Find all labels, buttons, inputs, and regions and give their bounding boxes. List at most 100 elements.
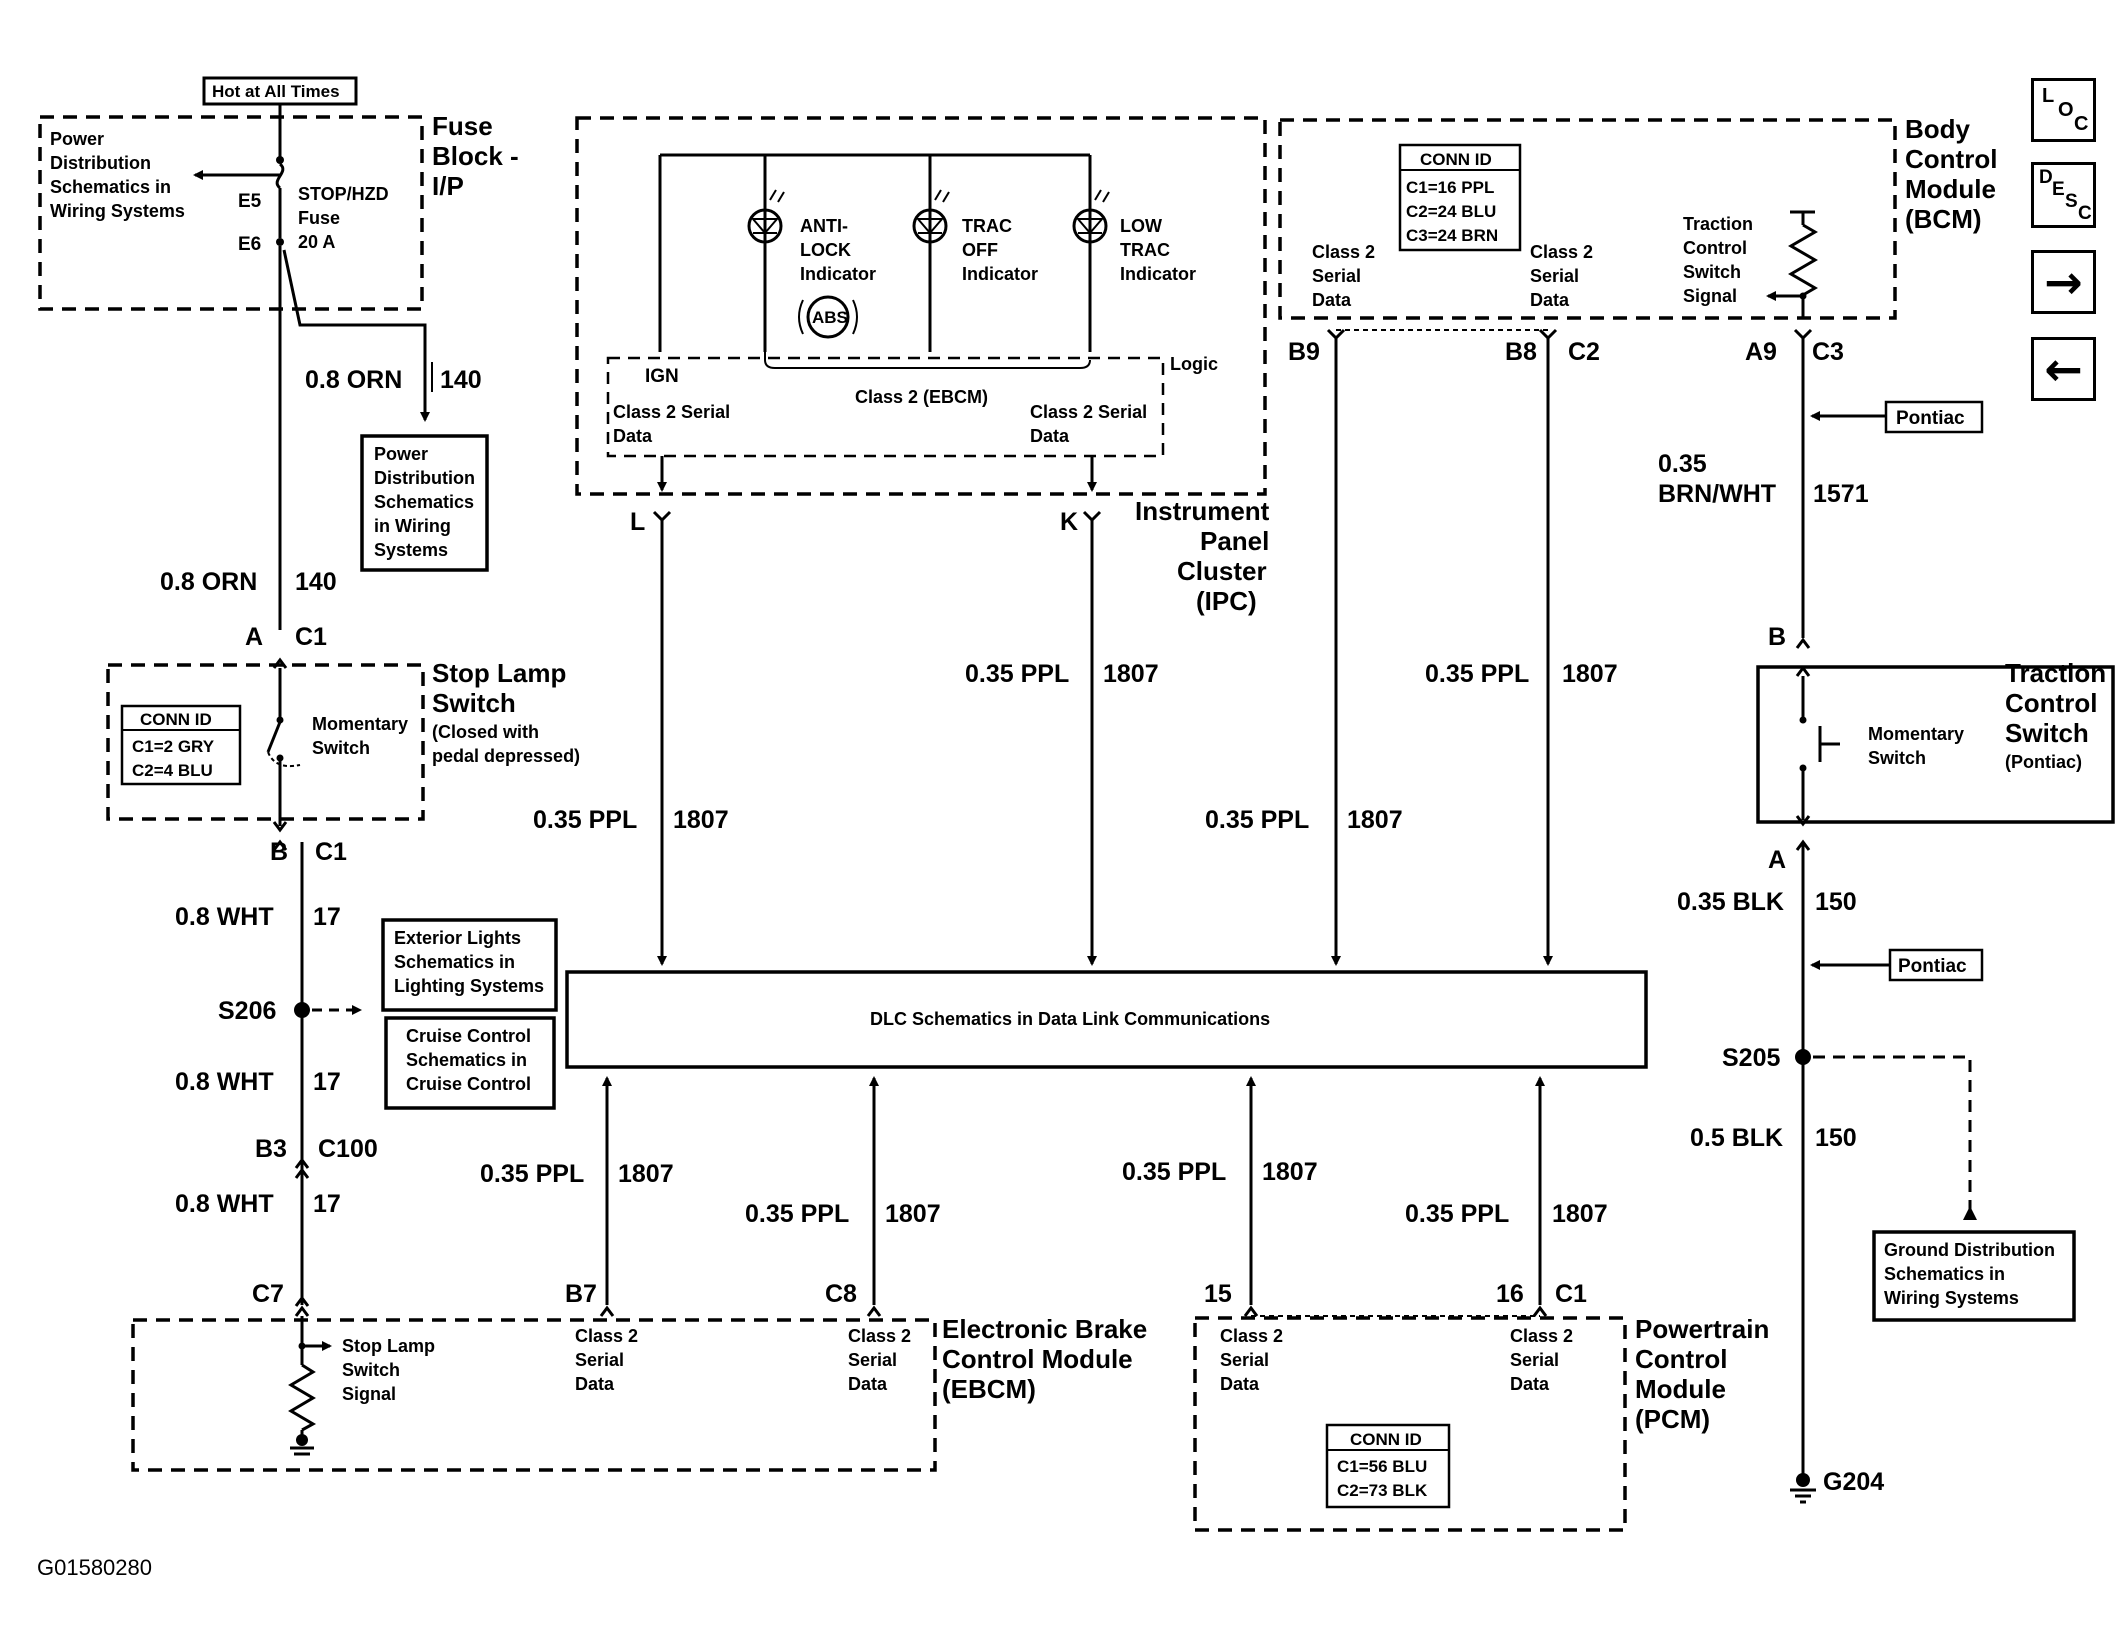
splice-s206: S206 (218, 997, 362, 1025)
svg-text:Data: Data (1530, 290, 1570, 310)
svg-text:1807: 1807 (1562, 660, 1618, 688)
svg-text:Class 2: Class 2 (1312, 242, 1375, 262)
svg-text:150: 150 (1815, 1124, 1857, 1152)
svg-text:A: A (245, 623, 263, 651)
hot-at-all-times-tag: Hot at All Times (202, 76, 358, 106)
svg-text:Electronic Brake: Electronic Brake (942, 1314, 1147, 1344)
svg-text:Schematics in: Schematics in (50, 177, 171, 197)
svg-text:Switch: Switch (1868, 748, 1926, 768)
svg-text:C2: C2 (1568, 338, 1600, 366)
svg-text:Fuse: Fuse (298, 208, 340, 228)
splice-s205: S205 (1722, 1044, 1977, 1220)
svg-text:0.35 PPL: 0.35 PPL (1425, 660, 1529, 688)
svg-text:1807: 1807 (885, 1200, 941, 1228)
svg-text:0.5 BLK: 0.5 BLK (1690, 1124, 1783, 1152)
connector-c100: B3 C100 (255, 1135, 378, 1179)
svg-text:Serial: Serial (1312, 266, 1361, 286)
svg-text:Data: Data (1510, 1374, 1550, 1394)
svg-text:0.35 PPL: 0.35 PPL (1122, 1158, 1226, 1186)
svg-text:C1: C1 (1555, 1280, 1587, 1308)
svg-text:1807: 1807 (1103, 660, 1159, 688)
svg-text:20 A: 20 A (298, 232, 335, 252)
fuse-block: Fuse Block - I/P Power Distribution Sche… (38, 111, 519, 311)
svg-text:B: B (1768, 623, 1786, 651)
body-control-module: Body Control Module (BCM) CONN ID C1=16 … (1278, 114, 1997, 320)
svg-text:C100: C100 (318, 1135, 378, 1163)
description-button[interactable]: D E S C (2031, 162, 2096, 228)
svg-text:Stop Lamp: Stop Lamp (342, 1336, 435, 1356)
desc-letter-d: D (2039, 167, 2053, 188)
svg-text:Class 2: Class 2 (1530, 242, 1593, 262)
svg-text:Traction: Traction (2005, 658, 2106, 688)
svg-text:Control Module: Control Module (942, 1344, 1133, 1374)
wire-label-ppl-bcm-b8: 0.35 PPL 1807 (1425, 660, 1618, 688)
svg-text:Powertrain: Powertrain (1635, 1314, 1769, 1344)
svg-text:17: 17 (313, 1068, 341, 1096)
svg-text:0.35 PPL: 0.35 PPL (1405, 1200, 1509, 1228)
ground-distribution-box: Ground Distribution Schematics in Wiring… (1872, 1230, 2076, 1322)
svg-text:16: 16 (1496, 1280, 1524, 1308)
svg-text:Control: Control (1635, 1344, 1727, 1374)
svg-text:1807: 1807 (1552, 1200, 1608, 1228)
svg-text:OFF: OFF (962, 240, 998, 260)
svg-text:Data: Data (848, 1374, 888, 1394)
svg-text:Wiring Systems: Wiring Systems (1884, 1288, 2019, 1308)
svg-text:Switch: Switch (312, 738, 370, 758)
svg-text:1807: 1807 (1262, 1158, 1318, 1186)
svg-text:Distribution: Distribution (374, 468, 475, 488)
svg-text:140: 140 (295, 568, 337, 596)
svg-text:C7: C7 (252, 1280, 284, 1308)
svg-text:Schematics in: Schematics in (406, 1050, 527, 1070)
wire-label-ppl-ebcm-c8: 0.35 PPL 1807 (745, 1200, 941, 1228)
svg-text:Indicator: Indicator (800, 264, 876, 284)
wire-label-blk-150-b: 0.5 BLK 150 (1690, 1124, 1857, 1152)
svg-text:C1=2 GRY: C1=2 GRY (132, 737, 215, 756)
svg-text:Data: Data (1220, 1374, 1260, 1394)
svg-text:1807: 1807 (618, 1160, 674, 1188)
svg-text:Systems: Systems (374, 540, 448, 560)
ground-g204: G204 (1790, 1468, 1884, 1504)
svg-text:Module: Module (1905, 174, 1996, 204)
wire-label-ppl-ebcm-b7: 0.35 PPL 1807 (480, 1160, 674, 1188)
svg-text:Data: Data (1312, 290, 1352, 310)
svg-text:Switch: Switch (342, 1360, 400, 1380)
svg-text:Data: Data (613, 426, 653, 446)
svg-text:B9: B9 (1288, 338, 1320, 366)
svg-text:Data: Data (1030, 426, 1070, 446)
wire-label-ppl-pcm-15: 0.35 PPL 1807 (1122, 1158, 1318, 1186)
svg-text:0.8 WHT: 0.8 WHT (175, 1190, 274, 1218)
svg-text:I/P: I/P (432, 171, 464, 201)
svg-text:1807: 1807 (673, 806, 729, 834)
wire-label-ppl-bcm-b9: 0.35 PPL 1807 (1205, 806, 1403, 834)
svg-text:LOCK: LOCK (800, 240, 851, 260)
svg-text:Instrument: Instrument (1135, 496, 1270, 526)
svg-text:Body: Body (1905, 114, 1971, 144)
svg-text:Serial: Serial (1220, 1350, 1269, 1370)
svg-text:C1: C1 (315, 838, 347, 866)
wire-label-ppl-pcm-16: 0.35 PPL 1807 (1405, 1200, 1608, 1228)
next-button[interactable]: → (2031, 250, 2096, 314)
svg-text:(BCM): (BCM) (1905, 204, 1982, 234)
svg-text:(EBCM): (EBCM) (942, 1374, 1036, 1404)
svg-text:Traction: Traction (1683, 214, 1753, 234)
svg-text:E5: E5 (238, 191, 262, 212)
svg-text:0.35 BLK: 0.35 BLK (1677, 888, 1784, 916)
svg-text:S206: S206 (218, 997, 276, 1025)
arrow-right-icon: → (2044, 255, 2083, 309)
svg-text:0.35 PPL: 0.35 PPL (745, 1200, 849, 1228)
svg-text:Indicator: Indicator (962, 264, 1038, 284)
previous-button[interactable]: ← (2031, 337, 2096, 401)
wire-label-ppl-ipc-l: 0.35 PPL 1807 (533, 806, 729, 834)
svg-text:Distribution: Distribution (50, 153, 151, 173)
svg-text:Class 2: Class 2 (1510, 1326, 1573, 1346)
svg-text:Class 2: Class 2 (1220, 1326, 1283, 1346)
desc-letter-c: C (2078, 203, 2092, 224)
location-button[interactable]: L O C (2031, 78, 2096, 142)
svg-text:G204: G204 (1823, 1468, 1884, 1496)
svg-text:Power: Power (374, 444, 428, 464)
svg-text:CONN ID: CONN ID (140, 710, 212, 729)
svg-text:Cruise Control: Cruise Control (406, 1026, 531, 1046)
svg-text:S205: S205 (1722, 1044, 1780, 1072)
svg-text:K: K (1060, 508, 1078, 536)
cruise-control-box: Cruise Control Schematics in Cruise Cont… (384, 1016, 556, 1110)
